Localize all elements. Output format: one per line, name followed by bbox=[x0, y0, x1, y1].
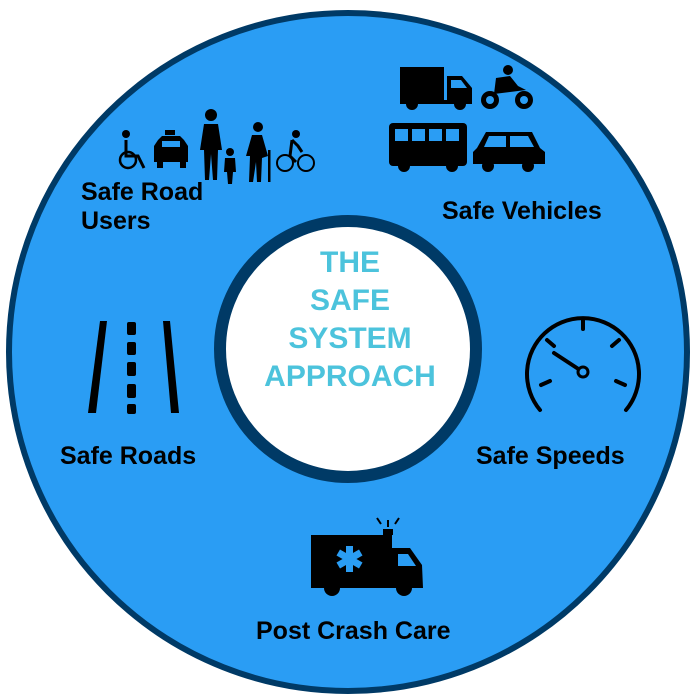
road-users-icon bbox=[118, 109, 315, 184]
elderly-icon bbox=[246, 122, 271, 182]
center-line-2: SAFE bbox=[309, 284, 390, 317]
car-icon bbox=[473, 132, 545, 172]
safe-roads-label: Safe Roads bbox=[60, 442, 197, 470]
safe-road-users-label: Safe Road Users bbox=[81, 178, 204, 235]
adult-icon bbox=[200, 109, 222, 180]
center-line-3: SYSTEM bbox=[288, 322, 412, 355]
child-icon bbox=[224, 148, 236, 184]
wheelchair-icon bbox=[118, 130, 146, 170]
truck-icon bbox=[400, 67, 472, 110]
center-title: THE SAFE SYSTEM APPROACH bbox=[232, 244, 468, 396]
inner-circle bbox=[214, 215, 482, 483]
center-line-1: THE bbox=[320, 246, 380, 279]
ambulance-icon bbox=[311, 517, 423, 596]
center-line-4: APPROACH bbox=[264, 360, 436, 393]
safe-speeds-label: Safe Speeds bbox=[476, 442, 625, 470]
star-of-life-icon bbox=[336, 546, 363, 572]
speedometer-icon bbox=[525, 316, 641, 412]
vehicles-icon bbox=[389, 65, 545, 172]
post-crash-care-label: Post Crash Care bbox=[256, 617, 451, 645]
taxi-icon bbox=[154, 130, 188, 168]
safe-vehicles-label: Safe Vehicles bbox=[442, 197, 602, 225]
bus-icon bbox=[389, 123, 467, 172]
cyclist-icon bbox=[276, 130, 315, 172]
road-lanes-icon bbox=[88, 321, 179, 414]
motorcycle-icon bbox=[481, 65, 533, 109]
